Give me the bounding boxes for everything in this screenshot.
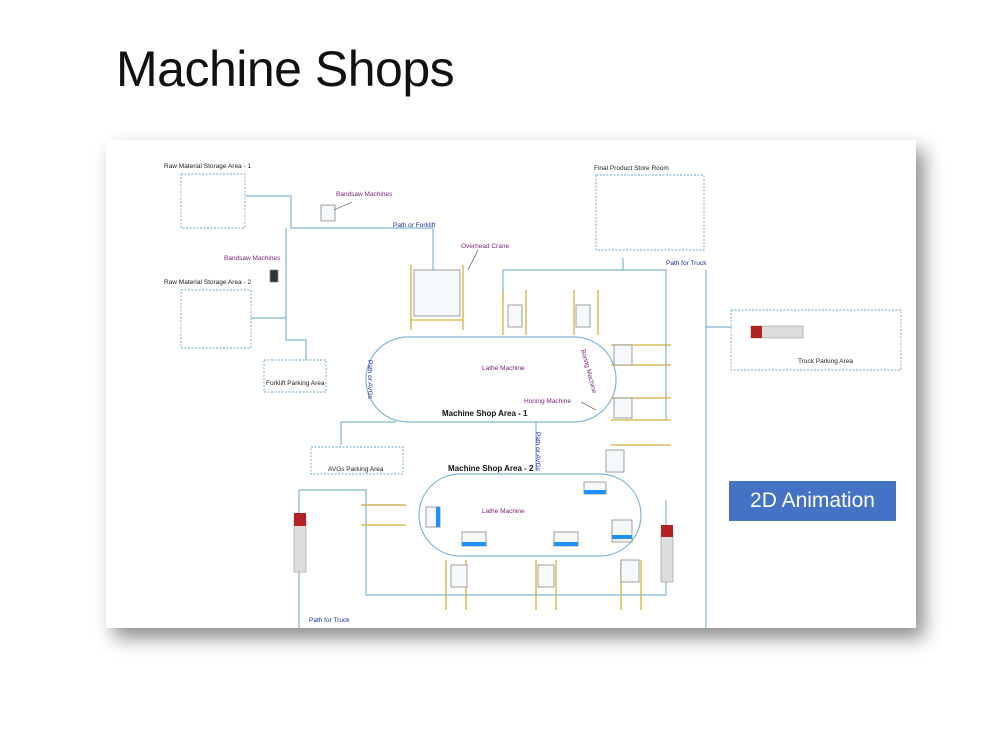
- truck-body-3: [660, 531, 674, 583]
- path-forklift-label: Path or Forklift: [393, 222, 435, 229]
- cell-g: [537, 564, 555, 588]
- cell-a: [507, 304, 523, 328]
- bandsaw-left-label: Bandsaw Machines: [224, 255, 281, 262]
- leaders: [333, 201, 597, 411]
- final-store-label: Final Product Store Room: [594, 165, 669, 172]
- bandsaw-top: [320, 204, 336, 222]
- truck-cab-1: [751, 326, 762, 338]
- accent-1: [584, 490, 606, 494]
- raw-storage-1-label: Raw Material Storage Area - 1: [164, 163, 251, 170]
- agv-parking-box: [310, 446, 404, 475]
- raw-storage-2-box: [180, 289, 252, 349]
- forklift-parking-box: [263, 359, 327, 393]
- slide-title: Machine Shops: [116, 41, 455, 97]
- cell-e: [605, 449, 625, 473]
- path-truck-bottom-label: Path for Truck: [309, 617, 350, 624]
- cell-d: [613, 397, 633, 419]
- 2d-animation-button[interactable]: 2D Animation: [729, 481, 896, 521]
- final-store-box: [595, 174, 705, 251]
- lathe-2-label: Lathe Machine: [482, 508, 525, 515]
- truck-parking-box: [730, 309, 902, 371]
- crane-rails: [361, 265, 671, 610]
- raw-storage-2-label: Raw Material Storage Area - 2: [164, 279, 251, 286]
- lathe-1-label: Lathe Machine: [482, 365, 525, 372]
- raw-storage-1-box: [180, 173, 246, 229]
- path-truck-top-label: Path for Truck: [666, 260, 707, 267]
- machine-accents: [436, 490, 632, 546]
- shop-area-1-label: Machine Shop Area - 1: [442, 409, 528, 418]
- machines: [269, 204, 640, 588]
- dashed-areas: [180, 173, 902, 475]
- cell-f: [450, 564, 468, 588]
- truck-parking-label: Truck Parking Area: [798, 358, 853, 365]
- boring-label: Boring Machine: [579, 349, 598, 395]
- path-agv-1-label: Path or AVGs: [366, 360, 373, 400]
- shop-area-2-label: Machine Shop Area - 2: [448, 464, 534, 473]
- cell-h: [620, 559, 640, 583]
- agv-parking-label: AVGs Parking Area: [328, 466, 384, 473]
- truck-cab-3: [661, 525, 673, 537]
- accent-2: [436, 507, 440, 527]
- bandsaw-top-label: Bandsaw Machines: [336, 191, 393, 198]
- honing-label: Honing Machine: [524, 398, 571, 405]
- path-agv-2-label: Path or AVGs: [534, 432, 541, 472]
- forklift-parking-label: Forklift Parking Area: [266, 380, 325, 387]
- accent-3: [462, 542, 486, 546]
- overhead-crane-area: [413, 269, 461, 317]
- overhead-crane-label: Overhead Crane: [461, 243, 509, 250]
- truck-body-2: [293, 519, 307, 573]
- truck-cab-2: [294, 513, 306, 526]
- bandsaw-left: [269, 269, 279, 283]
- trucks: [293, 325, 804, 583]
- accent-5: [612, 535, 632, 539]
- factory-layout-diagram: Raw Material Storage Area - 1 Raw Materi…: [164, 163, 902, 628]
- cell-b: [575, 304, 591, 328]
- cell-c: [613, 344, 633, 366]
- accent-4: [554, 542, 578, 546]
- layout-panel: Raw Material Storage Area - 1 Raw Materi…: [106, 140, 916, 628]
